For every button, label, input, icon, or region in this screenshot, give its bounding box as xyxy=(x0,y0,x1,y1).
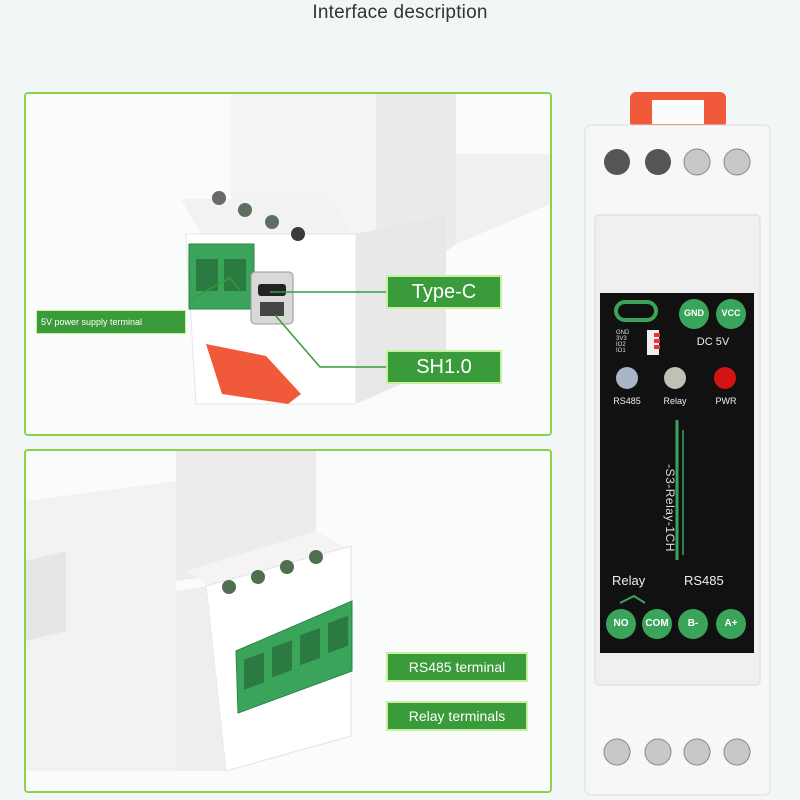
relay-led-label: Relay xyxy=(663,396,687,406)
relay-terminals-callout: Relay terminals xyxy=(386,701,528,731)
vcc-port-icon xyxy=(716,299,746,329)
bottom-screw-3 xyxy=(683,738,711,766)
bottom-screw-2 xyxy=(644,738,672,766)
relay-led xyxy=(664,367,686,389)
top-screw-1 xyxy=(604,149,630,175)
type-c-callout: Type-C xyxy=(386,275,502,309)
no-terminal-label: NO xyxy=(613,618,629,629)
top-interface-panel xyxy=(24,92,552,436)
pwr-led xyxy=(714,367,736,389)
rs485-terminal-callout: RS485 terminal xyxy=(386,652,528,682)
product-name-label: -S3-Relay-1CH xyxy=(663,464,677,552)
bottom-device-illustration xyxy=(26,451,550,791)
b-minus-terminal-label: B- xyxy=(687,618,699,629)
rs485-led xyxy=(616,367,638,389)
com-terminal-icon xyxy=(642,609,672,639)
dc-5v-label: DC 5V xyxy=(696,336,730,348)
bottom-screw-1 xyxy=(603,738,631,766)
com-terminal-label: COM xyxy=(645,618,669,629)
sh10-callout: SH1.0 xyxy=(386,350,502,384)
gnd-port-icon xyxy=(679,299,709,329)
page-title: Interface description xyxy=(312,2,488,23)
pin-label-io2: IO2 xyxy=(616,342,626,348)
bottom-interface-panel xyxy=(24,449,552,793)
device-front-view xyxy=(584,92,771,796)
no-terminal-icon xyxy=(606,609,636,639)
top-screw-2 xyxy=(645,149,671,175)
top-screw-3 xyxy=(683,148,711,176)
bottom-screw-4 xyxy=(723,738,751,766)
type-c-port-icon xyxy=(614,300,658,322)
top-screw-4 xyxy=(723,148,751,176)
a-plus-terminal-label: A+ xyxy=(724,618,738,629)
rs485-led-label: RS485 xyxy=(613,396,641,406)
b-minus-terminal-icon xyxy=(678,609,708,639)
pin-label-gnd: GND xyxy=(616,330,630,336)
gnd-label: GND xyxy=(684,308,704,318)
vcc-label: VCC xyxy=(721,308,741,318)
relay-section-label: Relay xyxy=(612,573,646,588)
a-plus-terminal-icon xyxy=(716,609,746,639)
rs485-section-label: RS485 xyxy=(684,573,724,588)
pwr-led-label: PWR xyxy=(715,396,737,406)
power-terminal-callout: 5V power supply terminal xyxy=(36,310,186,334)
pin-label-io1: IO1 xyxy=(616,348,626,354)
pin-label-3v3: 3V3 xyxy=(616,336,627,342)
